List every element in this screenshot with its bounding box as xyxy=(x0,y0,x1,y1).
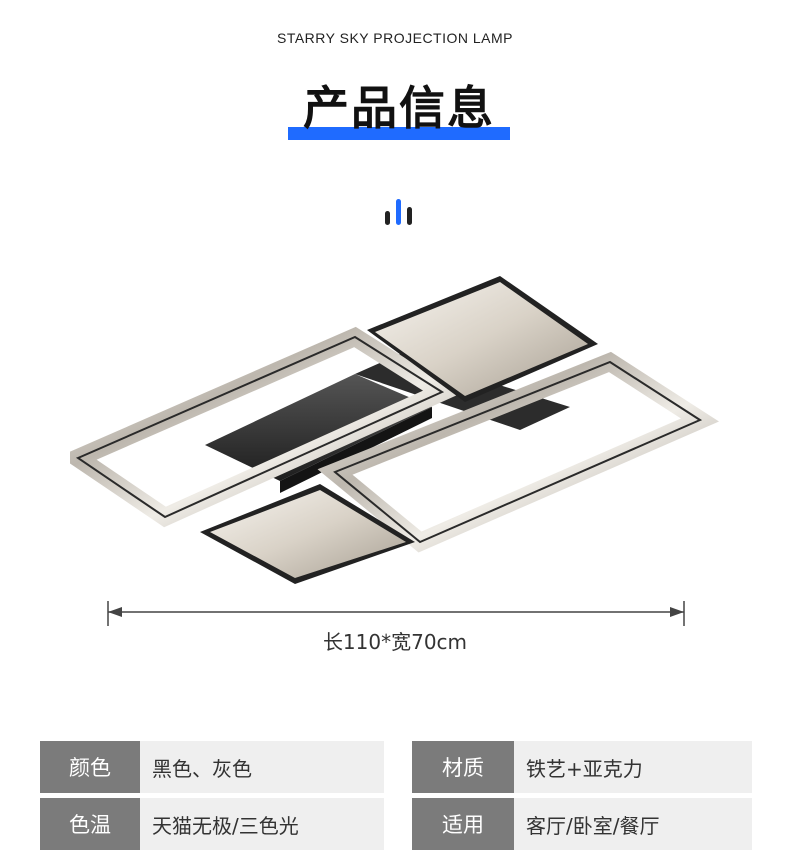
spec-row-material: 材质 铁艺+亚克力 xyxy=(412,741,752,793)
spec-value: 天猫无极/三色光 xyxy=(140,798,384,850)
header-eyebrow: STARRY SKY PROJECTION LAMP xyxy=(276,30,514,46)
spec-key: 适用 xyxy=(412,798,514,850)
lamp-base xyxy=(205,374,432,481)
dimension-line xyxy=(107,601,685,626)
spec-key: 色温 xyxy=(40,798,140,850)
bars-icon xyxy=(384,199,414,225)
page-title: 产品信息 xyxy=(303,81,495,135)
spec-value: 客厅/卧室/餐厅 xyxy=(514,798,752,850)
spec-row-color: 颜色 黑色、灰色 xyxy=(40,741,384,793)
spec-key: 颜色 xyxy=(40,741,140,793)
title-underline xyxy=(288,127,510,140)
dimension-label: 长110*宽70cm xyxy=(322,630,468,654)
spec-row-usage: 适用 客厅/卧室/餐厅 xyxy=(412,798,752,850)
spec-row-color-temp: 色温 天猫无极/三色光 xyxy=(40,798,384,850)
spec-value: 铁艺+亚克力 xyxy=(514,741,752,793)
section-title: 产品信息 xyxy=(288,82,510,140)
spec-key: 材质 xyxy=(412,741,514,793)
lamp-illustration xyxy=(70,276,720,584)
spec-value: 黑色、灰色 xyxy=(140,741,384,793)
